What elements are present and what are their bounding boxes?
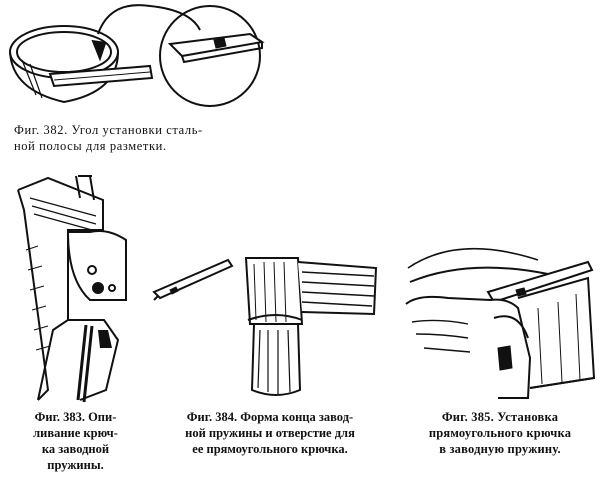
figure-384-illustration (152, 257, 378, 396)
caption-line: ной полосы для разметки. (14, 139, 167, 153)
figure-383-illustration (17, 175, 127, 403)
caption-line: ка заводной (41, 442, 110, 456)
caption-line: Фиг. 384. Форма конца завод- (186, 410, 354, 424)
figure-382-caption: Фиг. 382. Угол установки сталь- ной поло… (14, 122, 259, 154)
caption-line: в заводную пружину. (439, 442, 561, 456)
figure-384-caption: Фиг. 384. Форма конца завод- ной пружины… (150, 409, 390, 457)
caption-line: пружины. (47, 458, 104, 472)
figure-382-illustration (9, 4, 265, 107)
figure-385-illustration (405, 247, 596, 399)
caption-line: прямоугольного крючка (428, 426, 572, 440)
caption-line: Фиг. 383. Опи- (34, 410, 117, 424)
caption-line: ее прямоугольного крючка. (192, 442, 348, 456)
caption-line: Фиг. 385. Установка (441, 410, 559, 424)
figure-385-caption: Фиг. 385. Установка прямоугольного крючк… (404, 409, 596, 457)
caption-line: Фиг. 382. Угол установки сталь- (14, 123, 203, 137)
caption-line: ливание крюч- (33, 426, 118, 440)
caption-line: ной пружины и отверстие для (185, 426, 355, 440)
magnifier-circle (159, 5, 261, 107)
figure-383-caption: Фиг. 383. Опи- ливание крюч- ка заводной… (8, 409, 143, 473)
